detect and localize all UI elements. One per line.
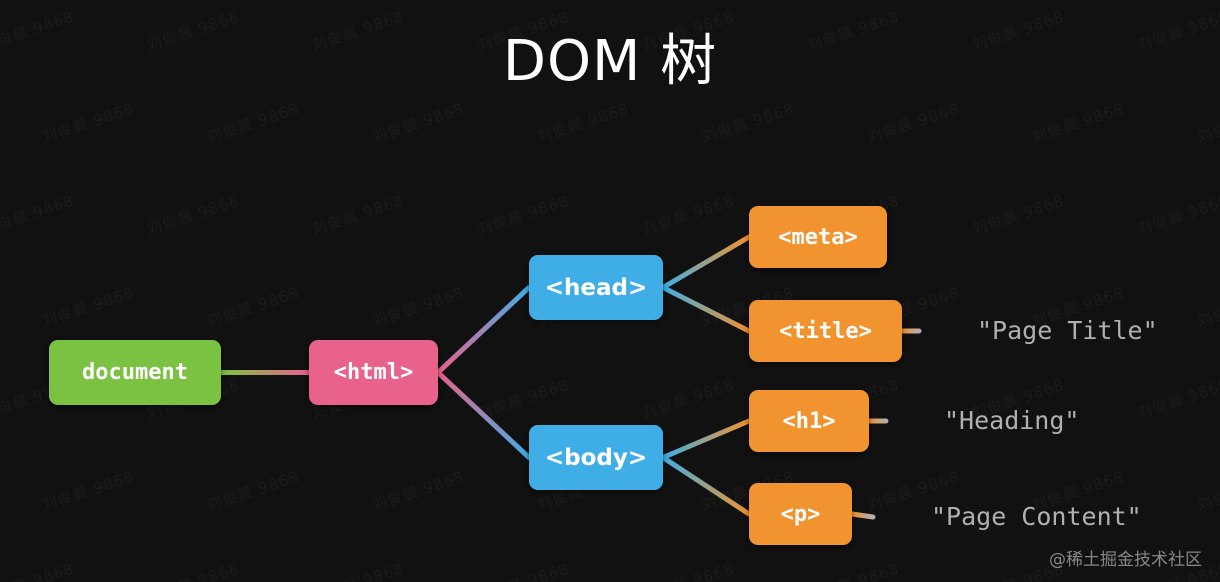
node-p[interactable]: <p> [749,483,852,545]
attribution-text: @稀土掘金技术社区 [1049,550,1202,570]
node-html[interactable]: <html> [309,340,438,405]
edge-head-title [660,285,752,334]
node-body[interactable]: <body> [529,425,663,490]
page-title: DOM 树 [502,29,718,94]
node-head[interactable]: <head> [529,255,663,320]
node-label: <head> [544,274,648,301]
node-label: <title> [779,318,872,344]
node-label: <meta> [778,224,858,250]
node-label: <p> [780,501,821,527]
node-label: document [82,360,188,385]
node-label: <h1> [782,408,836,434]
edge-body-h1 [660,418,752,460]
edge-html-head [435,285,532,375]
edge-head-meta [660,234,752,290]
node-h1[interactable]: <h1> [749,390,869,452]
edge-p-value [849,511,876,520]
node-meta[interactable]: <meta> [749,206,887,268]
node-label: <body> [544,444,648,471]
node-document[interactable]: document [49,340,221,405]
value-label-page-title-value: "Page Title" [977,316,1158,345]
edge-html-body [435,370,532,460]
value-label-heading-value: "Heading" [944,406,1080,435]
node-title[interactable]: <title> [749,300,902,362]
edge-body-p [660,455,752,517]
value-label-page-content-value: "Page Content" [931,502,1142,531]
node-label: <html> [333,360,414,385]
